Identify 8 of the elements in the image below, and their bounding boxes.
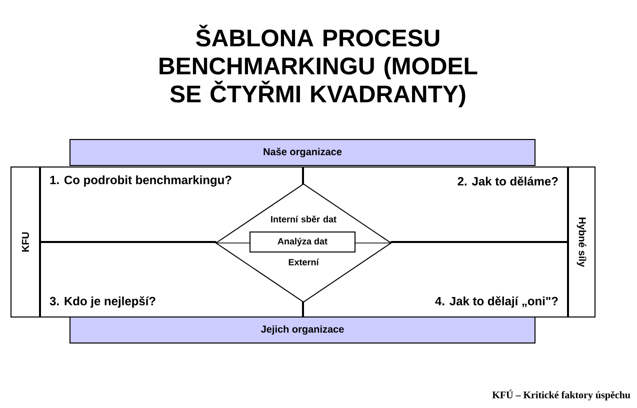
- footnote: KFÚ – Kritické faktory úspěchu: [492, 390, 630, 400]
- process-box: Analýza dat: [250, 232, 356, 252]
- title: ŠABLONA PROCESU BENCHMARKINGU (MODEL SE ČTYŘMI KVADRANTY): [160, 24, 478, 108]
- side-label: Hybné síly: [576, 218, 586, 267]
- question: 2. Jak to děláme?: [458, 176, 558, 186]
- side-label: KFU: [22, 232, 29, 252]
- band: Jejich organizace: [70, 316, 536, 344]
- band: Naše organizace: [70, 139, 536, 166]
